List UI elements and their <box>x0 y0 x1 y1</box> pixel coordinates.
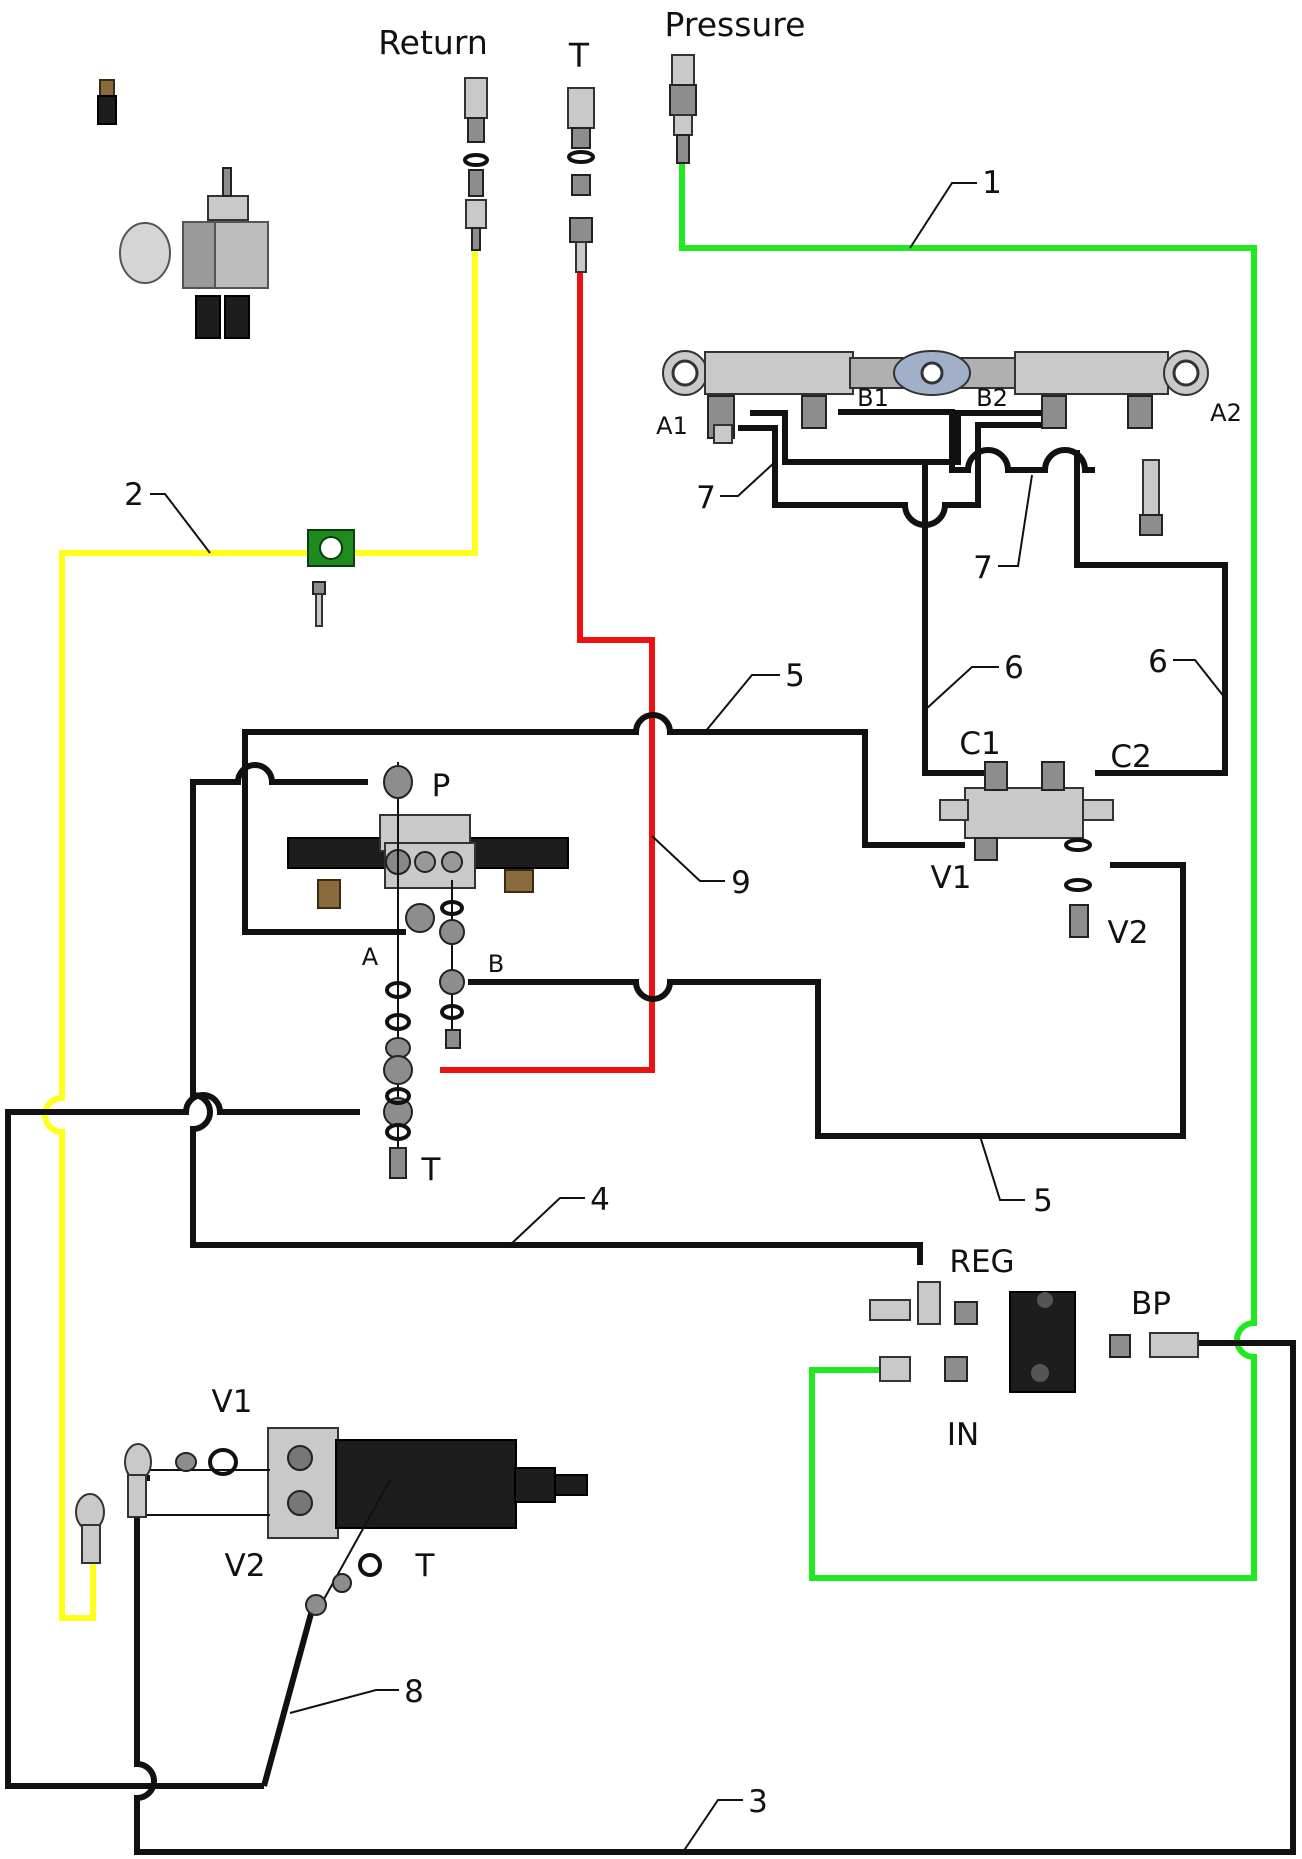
label-pressure: Pressure <box>665 5 806 44</box>
label-b1: B1 <box>857 384 889 412</box>
pipe-layer <box>5 163 1296 1855</box>
labels: Return T Pressure A1 B1 B2 A2 C1 C2 V1 V… <box>124 5 1242 1820</box>
label-bp: BP <box>1131 1286 1171 1322</box>
line-number-8: 8 <box>404 1674 424 1710</box>
line-number-5-lower: 5 <box>1033 1183 1053 1219</box>
label-in: IN <box>947 1417 979 1453</box>
double-cylinder <box>662 350 1209 536</box>
line-number-9: 9 <box>731 865 751 901</box>
line-number-7-left: 7 <box>696 480 716 516</box>
label-p-port: P <box>432 768 451 804</box>
line-number-6-right: 6 <box>1148 644 1168 680</box>
hose-line-6-left <box>922 515 989 776</box>
label-t-motor: T <box>415 1548 436 1584</box>
label-v2-motor: V2 <box>225 1548 266 1584</box>
tank-line-9 <box>440 272 655 1073</box>
label-a2: A2 <box>1210 399 1242 427</box>
line-number-7-right: 7 <box>973 550 993 586</box>
counterbalance-valve <box>939 761 1114 938</box>
label-v1-valve: V1 <box>931 860 972 896</box>
label-b-port: B <box>488 950 504 978</box>
label-t-port: T <box>421 1152 442 1188</box>
hose-line-5-upper <box>242 712 965 935</box>
hydraulic-motor <box>75 1427 588 1616</box>
label-c1: C1 <box>959 726 1000 762</box>
label-v2-valve: V2 <box>1108 915 1149 951</box>
top-fittings <box>463 54 697 273</box>
label-t-top: T <box>568 36 590 75</box>
hose-line-7-b <box>750 410 1043 515</box>
label-a1: A1 <box>656 412 688 440</box>
directional-valve <box>287 762 569 1179</box>
hose-line-7-a <box>738 422 1043 528</box>
label-c2: C2 <box>1110 739 1151 775</box>
line-number-1: 1 <box>982 165 1002 201</box>
leader-lines <box>150 182 1226 1853</box>
accessories <box>97 79 355 627</box>
line-number-2: 2 <box>124 477 144 513</box>
label-b2: B2 <box>976 384 1008 412</box>
label-v1-motor: V1 <box>212 1384 253 1420</box>
hose-line-5-lower <box>468 862 1186 1139</box>
line-number-6-left: 6 <box>1004 650 1024 686</box>
label-a-port: A <box>362 943 379 971</box>
label-return: Return <box>378 23 488 62</box>
pressure-regulator <box>869 1281 1199 1393</box>
line-number-4: 4 <box>590 1182 610 1218</box>
line-number-3: 3 <box>748 1784 768 1820</box>
label-reg: REG <box>949 1244 1014 1280</box>
hose-line-4 <box>190 762 923 1265</box>
line-number-5-upper: 5 <box>785 658 805 694</box>
hose-line-7-c <box>838 409 1095 473</box>
hose-line-6-right <box>1074 450 1228 776</box>
hose-line-8 <box>261 1609 315 1787</box>
